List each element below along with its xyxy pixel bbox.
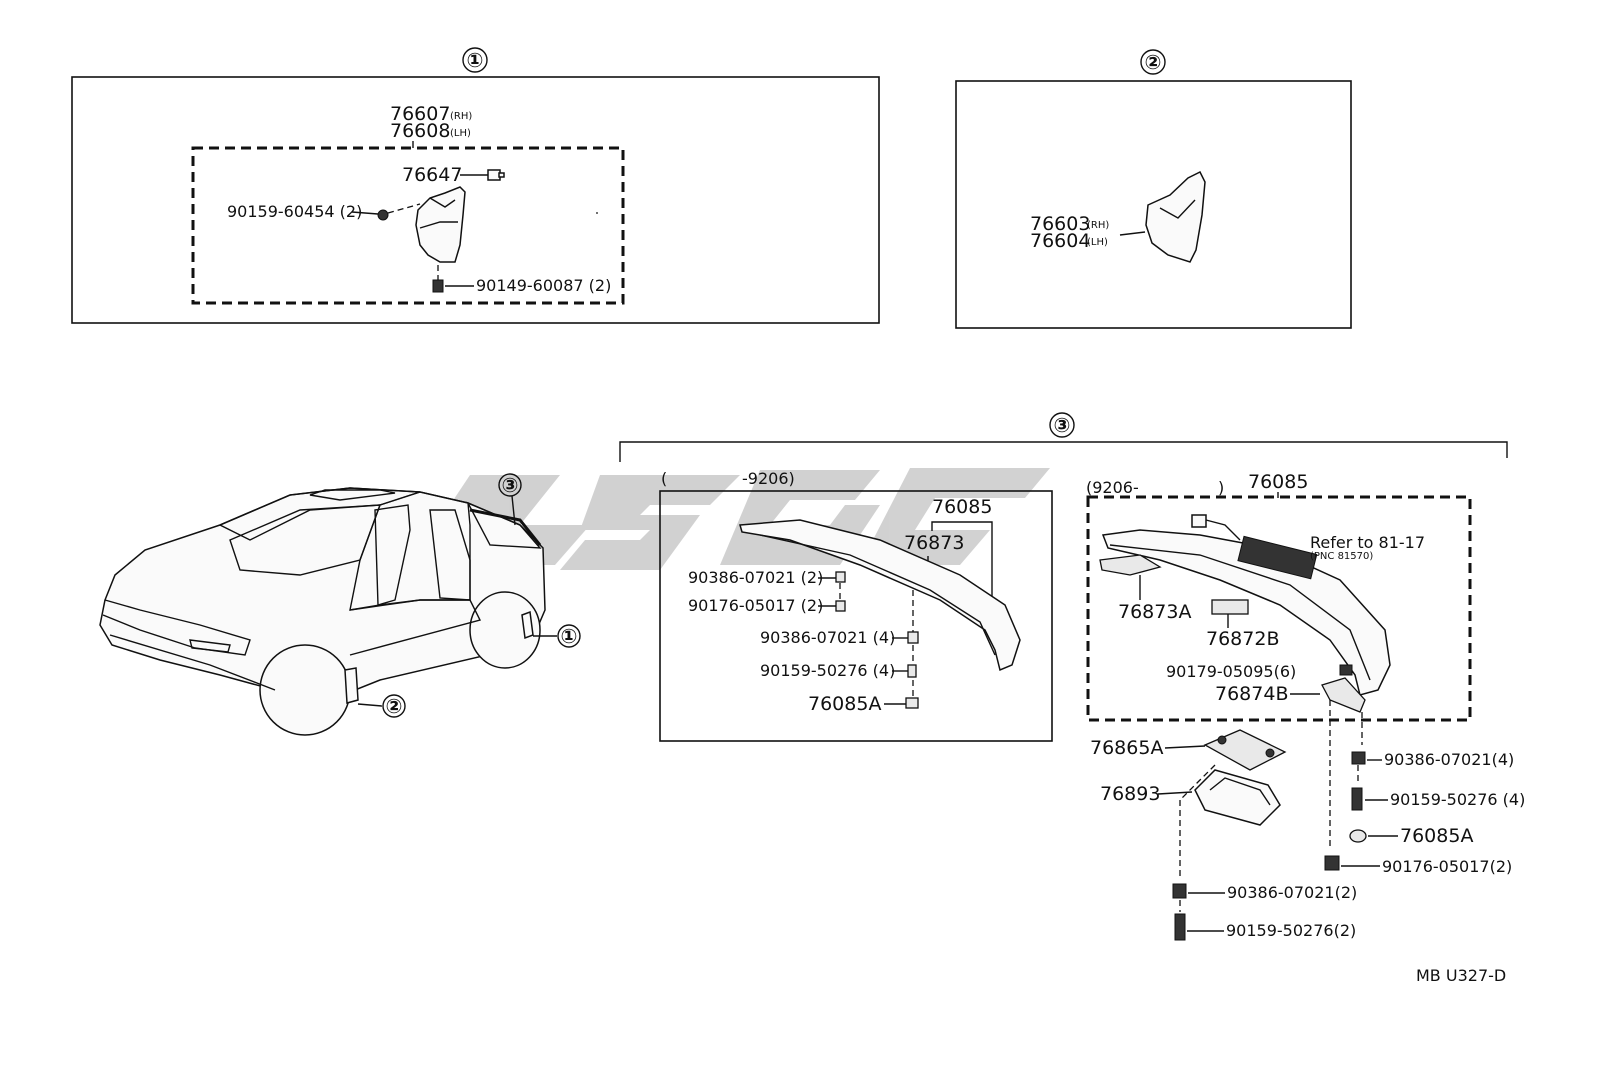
part-number-76085A-early: 76085A <box>808 693 881 715</box>
mudflap-front-icon <box>415 186 466 263</box>
nut-icon <box>1324 855 1340 871</box>
clip-icon <box>487 169 505 181</box>
callout-3-header: ③ <box>619 412 1508 462</box>
bolt-icon <box>1351 787 1363 811</box>
car-callout-1: ① <box>533 624 581 648</box>
nut-icon <box>1339 664 1353 676</box>
svg-text:①: ① <box>467 48 484 72</box>
part-number-76085-late: 76085 <box>1248 471 1308 493</box>
group-2-frame <box>955 80 1352 329</box>
part-number-90386-07021-c: 90386-07021 (4) <box>760 628 895 647</box>
part-number-90386-07021-a: 90386-07021 (2) <box>688 568 823 587</box>
spoiler-late-icon <box>1101 514 1391 696</box>
car-callout-3: ③ <box>498 473 522 526</box>
bracket-76865A-icon <box>1203 729 1287 771</box>
car-callout-2: ② <box>357 694 406 718</box>
bracket-76874B-icon <box>1321 677 1366 713</box>
period-late-open: (9206- <box>1086 478 1139 497</box>
side-label-lh: (LH) <box>450 128 471 139</box>
svg-text:②: ② <box>1145 50 1162 74</box>
mudflap-rear-icon <box>1145 170 1206 263</box>
period-early: -9206) <box>742 469 795 488</box>
part-number-90176-05017-a: 90176-05017 (2) <box>688 596 823 615</box>
svg-text:①: ① <box>561 624 578 648</box>
nut-icon <box>1172 883 1187 899</box>
part-number-76647: 76647 <box>402 164 462 186</box>
refer-note: Refer to 81-17 <box>1310 533 1425 552</box>
diagram-code: MB U327-D <box>1416 966 1506 985</box>
svg-text:②: ② <box>386 694 403 718</box>
nut-icon <box>1351 751 1366 765</box>
svg-text:③: ③ <box>1054 413 1071 437</box>
cover-76893-icon <box>1194 769 1281 826</box>
part-number-90386-07021-r1: 90386-07021(4) <box>1384 750 1514 769</box>
part-number-76085A-late: 76085A <box>1400 825 1473 847</box>
refer-pnc: (PNC 81570) <box>1310 551 1373 562</box>
part-number-76603: 76603 <box>1030 213 1090 235</box>
group-3-early-frame <box>659 490 1053 742</box>
part-number-76873A: 76873A <box>1118 601 1191 623</box>
part-number-90176-05017-r2: 90176-05017(2) <box>1382 857 1512 876</box>
part-number-76085-early: 76085 <box>932 496 992 518</box>
side-label-rh: (RH) <box>1087 220 1109 231</box>
part-number-90159-50276-c: 90159-50276 (4) <box>760 661 895 680</box>
part-number-76874B: 76874B <box>1215 683 1288 705</box>
part-number-90386-07021-b1: 90386-07021(2) <box>1227 883 1357 902</box>
bolt-icon <box>907 664 917 678</box>
group-1-frame <box>71 76 880 324</box>
part-number-76607: 76607 <box>390 103 450 125</box>
part-number-90159-60454: 90159-60454 (2) <box>227 202 362 221</box>
part-number-76608: 76608 <box>390 120 450 142</box>
nut-icon <box>835 571 846 583</box>
part-number-76865A: 76865A <box>1090 737 1163 759</box>
nut-icon <box>907 631 919 644</box>
bolt-icon <box>1174 913 1186 941</box>
svg-text:③: ③ <box>502 473 519 497</box>
car-illustration <box>99 487 546 736</box>
bolt-icon <box>432 279 444 293</box>
callout-1-header: ① <box>462 47 488 73</box>
part-number-76873: 76873 <box>904 532 964 554</box>
part-number-76893: 76893 <box>1100 783 1160 805</box>
pad-76872B-icon <box>1211 599 1249 615</box>
watermark-logo <box>440 468 1050 570</box>
period-late-close: ) <box>1218 478 1224 497</box>
callout-2-header: ② <box>1140 49 1166 75</box>
part-number-90179-05095: 90179-05095(6) <box>1166 662 1296 681</box>
part-number-90159-50276-r1: 90159-50276 (4) <box>1390 790 1525 809</box>
part-number-90159-50276-b1: 90159-50276(2) <box>1226 921 1356 940</box>
side-label-rh: (RH) <box>450 111 472 122</box>
nut-icon <box>835 600 846 612</box>
part-number-90149-60087: 90149-60087 (2) <box>476 276 611 295</box>
spoiler-early-icon <box>739 519 1021 672</box>
washer-icon <box>905 697 919 709</box>
part-number-76872B: 76872B <box>1206 628 1279 650</box>
screw-icon <box>377 203 421 221</box>
period-open-paren: ( <box>661 469 667 488</box>
washer-icon <box>1349 829 1367 843</box>
side-label-lh: (LH) <box>1087 237 1108 248</box>
part-number-76604: 76604 <box>1030 230 1090 252</box>
pad-76873A-icon <box>1099 554 1162 576</box>
group-1-assembly-frame <box>191 146 625 305</box>
